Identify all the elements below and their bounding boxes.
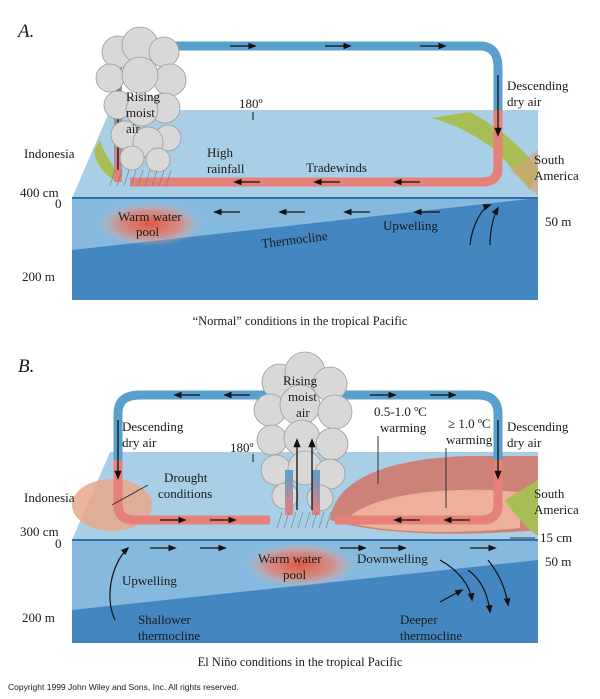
svg-text:Descending: Descending — [122, 419, 184, 434]
storm-cloud — [253, 351, 353, 512]
downwelling-arrows — [439, 559, 511, 614]
upwelling-arrow-2 — [489, 206, 499, 246]
svg-text:Drought: Drought — [164, 470, 208, 485]
tradewinds-band — [130, 110, 503, 187]
svg-text:High: High — [207, 145, 234, 160]
warm-water-pool-glow — [98, 202, 202, 246]
panel-a: A. — [16, 21, 579, 328]
svg-text:Shallower: Shallower — [138, 612, 191, 627]
panel-b-letter: B. — [18, 356, 34, 377]
panel-b-caption: El Niño conditions in the tropical Pacif… — [198, 655, 403, 669]
svg-text:air: air — [126, 121, 140, 136]
svg-text:0.5-1.0 ºC: 0.5-1.0 ºC — [374, 404, 427, 419]
drought-conditions-label: Drought conditions — [158, 470, 212, 501]
depth-50-label: 50 m — [545, 554, 571, 569]
depth-zero-label: 0 — [55, 536, 62, 551]
upwelling-label: Upwelling — [122, 573, 177, 588]
svg-text:air: air — [296, 405, 310, 420]
panel-b: B. — [18, 351, 579, 669]
upwelling-arrow — [109, 546, 130, 621]
high-rainfall-label: High rainfall — [207, 145, 245, 176]
upwelling-arrow-1 — [469, 204, 492, 246]
storm-cloud — [95, 26, 187, 173]
depth-15cm-label: 15 cm — [540, 530, 572, 545]
rainfall-streaks — [276, 511, 332, 529]
sea-level-label: 400 cm — [20, 185, 59, 200]
svg-text:Rising: Rising — [126, 89, 160, 104]
downwelling-label: Downwelling — [357, 551, 428, 566]
panel-a-letter: A. — [16, 21, 34, 42]
ocean-surface — [72, 110, 538, 198]
svg-text:Deeper: Deeper — [400, 612, 438, 627]
warm-water-pool-label: Warm water pool — [118, 209, 182, 239]
copyright-notice: Copyright 1999 John Wiley and Sons, Inc.… — [8, 682, 239, 692]
descending-dry-air-label: Descending dry air — [507, 78, 569, 109]
deep-water — [72, 560, 538, 643]
meridian-label: 180º — [230, 440, 254, 455]
south-america-label: South America — [534, 152, 579, 183]
depth-50-label: 50 m — [545, 214, 571, 229]
descending-dry-air-east-label: Descending dry air — [507, 419, 569, 450]
south-america-vegetation — [505, 480, 538, 536]
deeper-thermocline-label: Deeper thermocline — [400, 612, 462, 643]
svg-text:dry air: dry air — [507, 435, 542, 450]
depth-200-label: 200 m — [22, 610, 55, 625]
drought-leader — [111, 484, 149, 506]
svg-text:South: South — [534, 486, 565, 501]
strong-warming-label: ≥ 1.0 ºC warming — [446, 416, 493, 447]
svg-text:America: America — [534, 168, 579, 183]
svg-text:dry air: dry air — [122, 435, 157, 450]
svg-text:pool: pool — [283, 567, 307, 582]
sea-level-label: 300 cm — [20, 524, 59, 539]
meridian-label: 180º — [239, 96, 263, 111]
warm-water-pool-label: Warm water pool — [258, 551, 322, 582]
svg-text:thermocline: thermocline — [138, 628, 200, 643]
panel-a-caption: “Normal” conditions in the tropical Paci… — [193, 314, 408, 328]
svg-text:warming: warming — [446, 432, 493, 447]
svg-text:moist: moist — [126, 105, 155, 120]
depth-200-label: 200 m — [22, 269, 55, 284]
svg-text:Warm water: Warm water — [118, 209, 182, 224]
deeper-thermocline-arrow — [439, 589, 464, 603]
tradewinds-label: Tradewinds — [306, 160, 367, 175]
rainfall-streaks — [109, 169, 172, 187]
south-america-label: South America — [534, 486, 579, 517]
svg-text:conditions: conditions — [158, 486, 212, 501]
upwelling-label: Upwelling — [383, 218, 438, 233]
depth-zero-label: 0 — [55, 196, 62, 211]
shallower-thermocline-label: Shallower thermocline — [138, 612, 200, 643]
svg-text:rainfall: rainfall — [207, 161, 245, 176]
svg-text:Rising: Rising — [283, 373, 317, 388]
deep-water — [72, 198, 538, 300]
svg-text:South: South — [534, 152, 565, 167]
svg-text:Descending: Descending — [507, 78, 569, 93]
east-surface-flow — [335, 460, 503, 525]
svg-text:warming: warming — [380, 420, 427, 435]
warm-water-pool-glow — [245, 543, 355, 587]
rising-column-right — [312, 470, 320, 515]
svg-text:Warm water: Warm water — [258, 551, 322, 566]
svg-text:≥ 1.0 ºC: ≥ 1.0 ºC — [448, 416, 491, 431]
svg-text:dry air: dry air — [507, 94, 542, 109]
svg-text:thermocline: thermocline — [400, 628, 462, 643]
svg-text:moist: moist — [288, 389, 317, 404]
descending-dry-air-west-label: Descending dry air — [122, 419, 184, 450]
rising-moist-air-label: Rising moist air — [283, 373, 317, 420]
rising-moist-air-label: Rising moist air — [126, 89, 160, 136]
indonesia-label: Indonesia — [24, 490, 75, 505]
svg-text:Descending: Descending — [507, 419, 569, 434]
west-surface-flow — [113, 460, 270, 525]
svg-text:pool: pool — [136, 224, 160, 239]
svg-text:America: America — [534, 502, 579, 517]
rising-column-left — [285, 470, 293, 515]
indonesia-label: Indonesia — [24, 146, 75, 161]
south-america-land — [510, 150, 538, 195]
mild-warming-label: 0.5-1.0 ºC warming — [374, 404, 427, 435]
indonesia-vegetation — [94, 140, 120, 182]
